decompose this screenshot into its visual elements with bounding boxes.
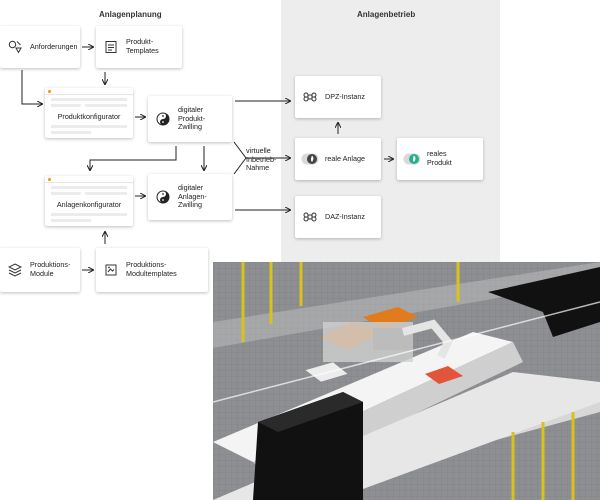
node-daz-instanz[interactable]: DAZ-Instanz [295, 196, 381, 238]
node-produktions-module[interactable]: Produktions- Module [0, 248, 80, 292]
yin-yang-icon [154, 190, 172, 204]
label-reale-anlage: reale Anlage [325, 153, 365, 163]
label-produktions-module: Produktions- Module [30, 260, 71, 278]
node-digitaler-produkt-zwilling[interactable]: digitaler Produkt- Zwilling [148, 96, 232, 142]
production-line-render [213, 262, 600, 500]
node-produktkonfigurator[interactable]: Produktkonfigurator [45, 88, 133, 138]
flame-toggle-icon [301, 153, 319, 165]
label-dpz-instanz: DPZ-Instanz [325, 91, 365, 101]
label-produktions-modultemplates: Produktions- Modultemplates [126, 260, 177, 278]
edge-label-virtuelle-inbetriebnahme: virtuelle Inbetrieb- Nahme [246, 146, 277, 173]
node-dpz-instanz[interactable]: DPZ-Instanz [295, 76, 381, 118]
label-digitaler-produkt-zwilling: digitaler Produkt- Zwilling [178, 105, 206, 132]
template-icon [102, 263, 120, 277]
node-reale-anlage[interactable]: reale Anlage [295, 138, 381, 180]
node-digitaler-anlagen-zwilling[interactable]: digitaler Anlagen- Zwilling [148, 174, 232, 220]
label-reales-produkt: reales Produkt [427, 149, 452, 167]
label-produkt-templates: Produkt- Templates [126, 37, 159, 55]
layers-icon [6, 263, 24, 277]
operation-header: Anlagenbetrieb [357, 10, 416, 19]
label-daz-instanz: DAZ-Instanz [325, 211, 365, 221]
label-anforderungen: Anforderungen [30, 41, 78, 51]
planning-header: Anlagenplanung [99, 10, 162, 19]
command-icon [301, 90, 319, 104]
label-produktkonfigurator: Produktkonfigurator [57, 112, 121, 121]
document-template-icon [102, 40, 120, 54]
node-anlagenkonfigurator[interactable]: Anlagenkonfigurator [45, 176, 133, 226]
node-produktions-modultemplates[interactable]: Produktions- Modultemplates [96, 248, 208, 292]
label-digitaler-anlagen-zwilling: digitaler Anlagen- Zwilling [178, 183, 207, 210]
command-icon [301, 210, 319, 224]
flame-toggle-icon [403, 153, 421, 165]
node-reales-produkt[interactable]: reales Produkt [397, 138, 483, 180]
window-dot-icon [48, 178, 51, 181]
label-anlagenkonfigurator: Anlagenkonfigurator [56, 200, 122, 209]
yin-yang-icon [154, 112, 172, 126]
node-produkt-templates[interactable]: Produkt- Templates [96, 26, 182, 68]
window-dot-icon [48, 90, 51, 93]
requirements-icon [6, 40, 24, 54]
node-anforderungen[interactable]: Anforderungen [0, 26, 80, 68]
